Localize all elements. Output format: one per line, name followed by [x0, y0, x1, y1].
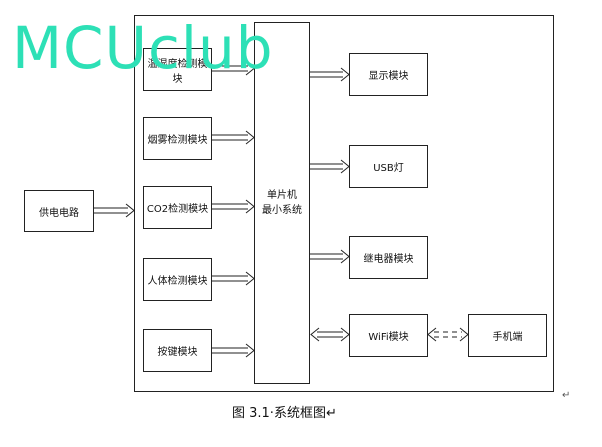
input-module-label: CO2检测模块 [146, 204, 209, 215]
arrow-input-2 [212, 130, 255, 145]
paragraph-return-mark: ↵ [562, 390, 571, 401]
arrow-bidirectional-wifi [310, 327, 350, 342]
input-module-smoke: 烟雾检测模块 [143, 117, 212, 160]
mcu-label-line1: 单片机 [267, 190, 297, 201]
arrow-wireless-phone [427, 327, 469, 342]
input-module-label: 烟雾检测模块 [147, 135, 208, 146]
phone-label: 手机端 [492, 332, 523, 343]
input-module-label: 人体检测模块 [147, 276, 208, 287]
output-module-display: 显示模块 [349, 53, 428, 96]
input-module-label: 温湿度检测模块 [147, 58, 208, 85]
output-module-usb-lamp: USB灯 [349, 145, 428, 188]
input-module-label: 按键模块 [157, 347, 198, 358]
output-module-label: USB灯 [373, 163, 404, 174]
power-supply-label: 供电电路 [39, 207, 79, 219]
mcu-label-line2: 最小系统 [262, 205, 302, 216]
arrow-input-3 [212, 199, 255, 214]
input-module-key: 按键模块 [143, 329, 212, 372]
input-module-humidity: 温湿度检测模块 [143, 48, 212, 91]
output-module-relay: 继电器模块 [349, 236, 428, 279]
arrow-output-1 [310, 67, 350, 82]
input-module-co2: CO2检测模块 [143, 186, 212, 229]
input-module-human: 人体检测模块 [143, 258, 212, 301]
arrow-output-3 [310, 249, 350, 264]
output-module-label: 显示模块 [368, 71, 409, 82]
watermark-logo: MCUclub [12, 14, 274, 82]
output-module-label: WiFi模块 [368, 332, 409, 343]
arrow-input-4 [212, 271, 255, 286]
arrow-power [94, 203, 135, 218]
phone-block: 手机端 [468, 314, 547, 357]
figure-caption: 图 3.1·系统框图↵ [232, 406, 337, 421]
output-module-label: 继电器模块 [363, 254, 414, 265]
output-module-wifi: WiFi模块 [349, 314, 428, 357]
arrow-input-5 [212, 343, 255, 358]
power-supply-block: 供电电路 [24, 190, 94, 232]
arrow-output-2 [310, 159, 350, 174]
system-frame [134, 15, 554, 392]
mcu-block: 单片机 最小系统 [254, 22, 310, 384]
